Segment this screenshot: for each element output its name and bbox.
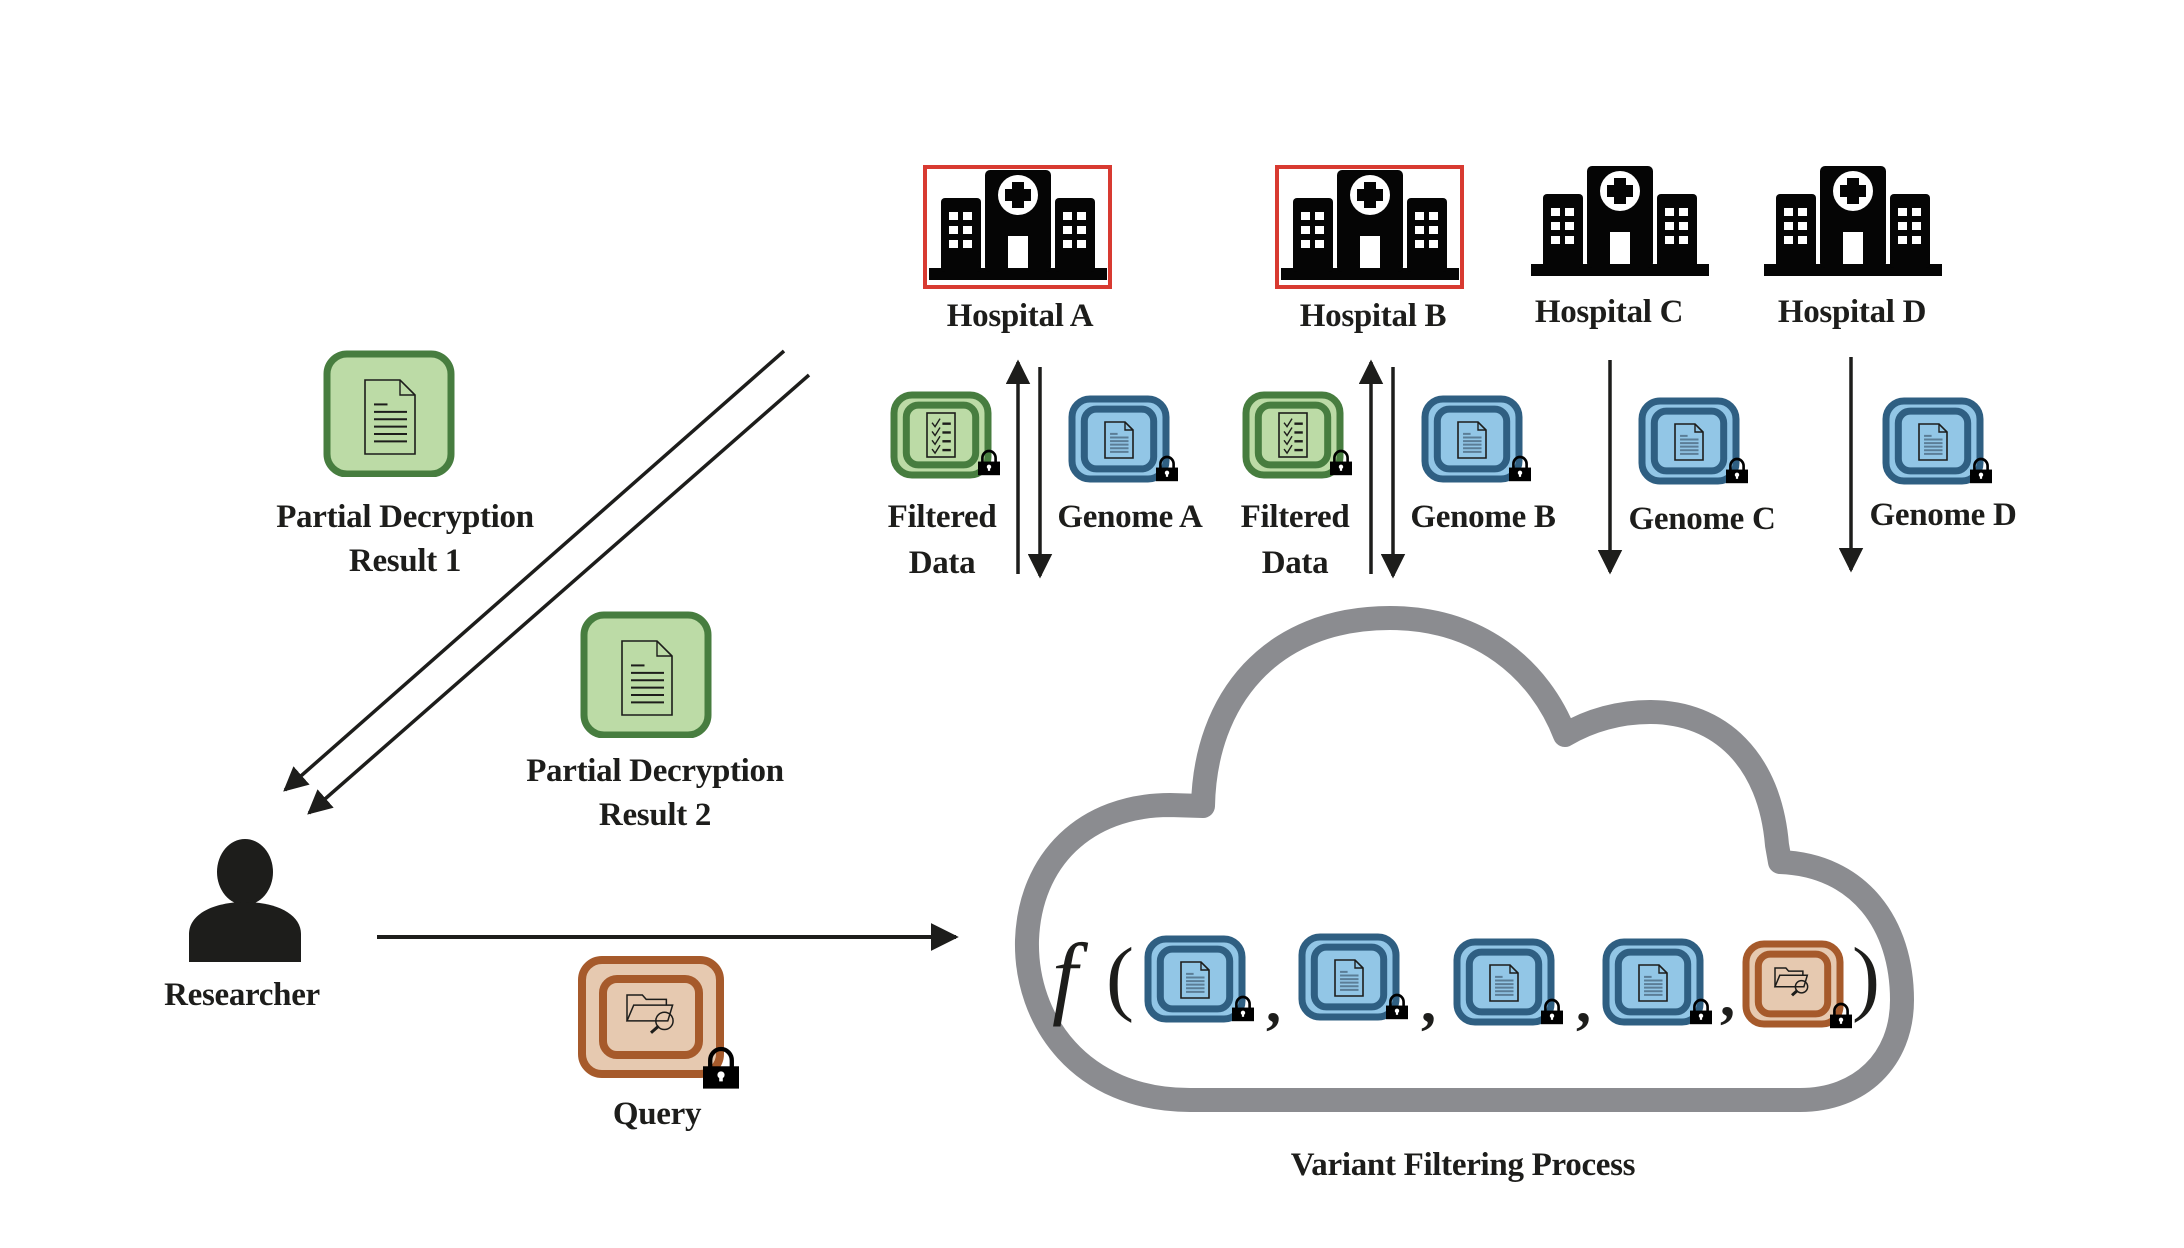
formula-comma: , — [1576, 969, 1591, 1035]
researcher-label: Researcher — [164, 977, 320, 1013]
hospital-icon — [929, 170, 1107, 280]
partial-result-1-label-line2: Result 1 — [348, 543, 462, 579]
genome-a-label: Genome A — [1057, 499, 1203, 535]
formula-function: f — [1052, 925, 1078, 1027]
genome-b-tile — [1421, 395, 1531, 483]
filtered-data-b-label-line2: Data — [1261, 545, 1329, 581]
query-label: Query — [612, 1096, 702, 1132]
partial-result-1-label-line1: Partial Decryption — [276, 499, 534, 535]
hospital-b-highlight — [1275, 165, 1464, 289]
genome-d-label: Genome D — [1869, 497, 2017, 533]
filtered-data-b-tile — [1242, 391, 1352, 479]
person-icon — [189, 839, 301, 962]
hospital-c-label: Hospital C — [1534, 294, 1684, 330]
query-tile — [578, 956, 739, 1089]
formula-close-paren: ) — [1852, 931, 1880, 1024]
arrow-partial-result-2 — [307, 373, 811, 815]
cloud-arg-genome-2 — [1298, 933, 1408, 1021]
partial-result-2-tile — [580, 611, 712, 738]
filtered-data-a-tile — [890, 391, 1000, 479]
genome-d-tile — [1882, 397, 1992, 485]
hospital-icon — [1531, 166, 1709, 276]
cloud-arg-query — [1742, 940, 1852, 1029]
cloud-caption: Variant Filtering Process — [1290, 1147, 1636, 1183]
hospital-d-label: Hospital D — [1777, 294, 1927, 330]
formula-comma: , — [1421, 969, 1436, 1035]
hospital-b-label: Hospital B — [1299, 298, 1447, 334]
formula-comma: , — [1266, 969, 1281, 1035]
partial-result-2-label-line1: Partial Decryption — [526, 753, 784, 789]
formula-open-paren: ( — [1106, 931, 1134, 1024]
genome-c-label: Genome C — [1628, 501, 1776, 537]
filtered-data-a-label-line1: Filtered — [887, 499, 997, 535]
hospital-icon — [1764, 166, 1942, 276]
hospital-icon — [1281, 170, 1459, 280]
hospital-a-label: Hospital A — [946, 298, 1094, 334]
formula-comma: , — [1720, 963, 1735, 1029]
genome-a-tile — [1068, 395, 1178, 483]
partial-result-2-label-line2: Result 2 — [598, 797, 712, 833]
cloud-arg-genome-4 — [1602, 938, 1712, 1026]
genome-c-tile — [1638, 397, 1748, 485]
partial-result-1-tile — [323, 350, 455, 477]
filtered-data-b-label-line1: Filtered — [1240, 499, 1350, 535]
hospital-a-highlight — [923, 165, 1112, 289]
filtered-data-a-label-line2: Data — [908, 545, 976, 581]
genome-b-label: Genome B — [1410, 499, 1556, 535]
arrow-partial-result-1 — [283, 349, 786, 792]
cloud-arg-genome-3 — [1453, 938, 1563, 1026]
cloud-arg-genome-1 — [1144, 935, 1254, 1023]
